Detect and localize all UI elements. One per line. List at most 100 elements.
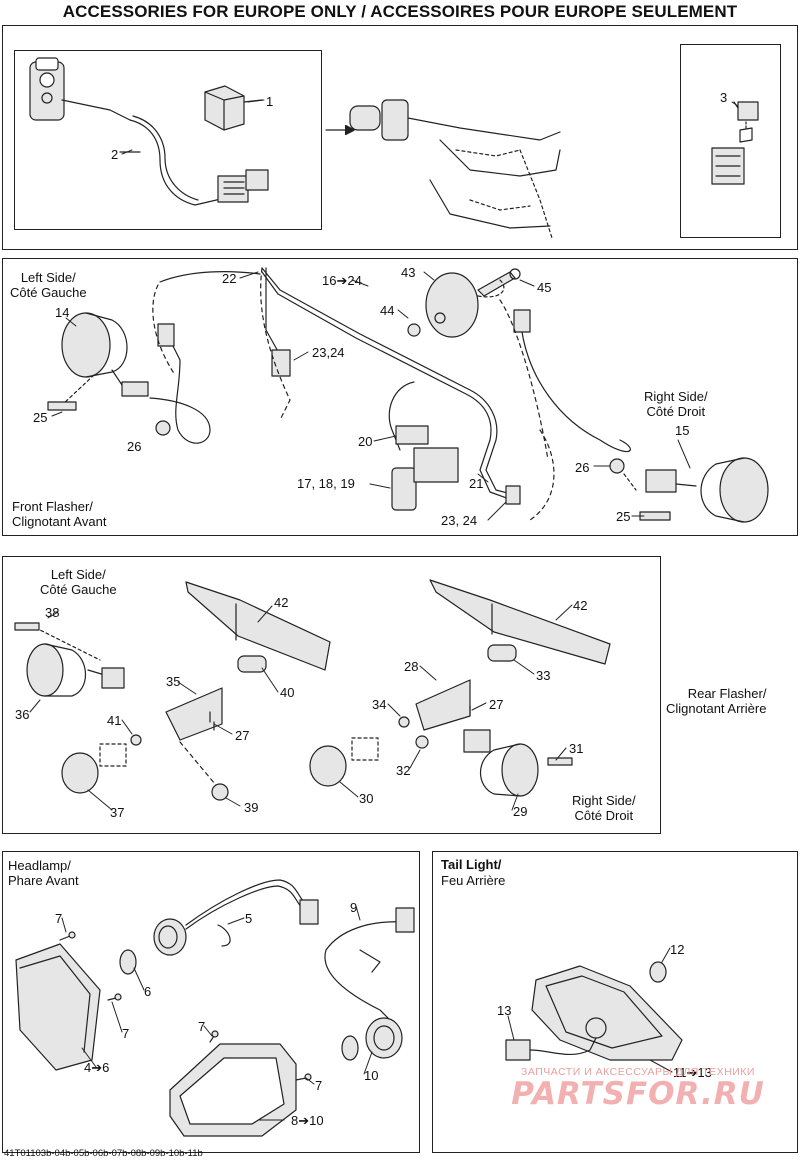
relay-part [204,85,245,131]
callout: 25 [616,509,631,524]
callout: 28 [404,659,419,674]
callout: 43 [401,265,416,280]
callout: 16➔24 [322,273,362,288]
callout: 39 [244,800,259,815]
callout: 42 [573,598,588,613]
callout: 23,24 [312,345,345,360]
callout: 45 [537,280,552,295]
callout: 7 [198,1019,206,1034]
mount-43 [425,272,479,338]
headlamp-lower [169,1043,297,1137]
watermark: ЗАПЧАСТИ И АКСЕССУАРЫ ДЛЯ ТЕХНИКИ PARTSF… [488,1066,788,1110]
socket-10 [365,1017,403,1059]
inset-harness [14,50,322,230]
bolt-45 [477,268,521,297]
socket-ring [153,918,187,956]
panel-rear-flasher [2,556,661,834]
callout: 35 [166,674,181,689]
callout: 6 [144,984,152,999]
callout: 40 [280,685,295,700]
bolt-25-left [47,401,77,411]
switch-part [711,101,759,185]
flasher-29 [463,729,539,797]
screw-31 [547,757,573,766]
callout: 37 [110,805,125,820]
callout: 29 [513,804,528,819]
callout: 38 [45,605,60,620]
callout: 20 [358,434,373,449]
flasher-left [61,312,149,397]
callout: 32 [396,763,411,778]
screws-7 [59,931,312,1081]
callout: 12 [670,942,685,957]
callout: 25 [33,410,48,425]
harness-9 [324,907,415,1021]
callout: 11➔13 [673,1065,712,1080]
bracket-42-left [185,581,331,671]
callout: 1 [266,94,274,109]
callout: 15 [675,423,690,438]
callout: 17, 18, 19 [297,476,355,491]
callout: 26 [127,439,142,454]
bracket-35 [165,687,223,741]
inset-switch [680,44,781,238]
nut-26-left [155,420,171,436]
callout: 5 [245,911,253,926]
callout: 7 [122,1026,130,1041]
callout: 3 [720,90,728,105]
switch-grip-part [29,57,131,121]
tail-light-housing [531,965,683,1061]
callout: 8➔10 [291,1113,324,1128]
nut-44 [407,323,421,337]
flasher-36 [26,643,125,697]
lens-30 [309,745,347,787]
harness-13 [505,1017,607,1061]
page-title: ACCESSORIES FOR EUROPE ONLY / ACCESSOIRE… [62,2,738,21]
figure-code: 41T01103b-04b-05b-06b-07b-08b-09b-10b-11… [4,1148,203,1159]
callout: 14 [55,305,70,320]
callout: 42 [274,595,289,610]
callout: 7 [315,1078,323,1093]
label-headlamp: Headlamp/ Phare Avant [8,858,79,888]
label-right-side: Right Side/ Côté Droit [644,389,708,419]
callout: 33 [536,668,551,683]
bulb-10 [341,1035,359,1061]
callout: 26 [575,460,590,475]
lens-37 [61,752,99,794]
leader-lines [29,99,739,1121]
bulb-12 [649,961,667,983]
headlamp-housing [15,943,101,1071]
label-tail-light: Tail Light/ [441,857,502,872]
callout: 23, 24 [441,513,478,528]
watermark-tagline: ЗАПЧАСТИ И АКСЕССУАРЫ ДЛЯ ТЕХНИКИ [521,1066,755,1078]
callout: 27 [489,697,504,712]
bulb-6 [119,949,137,975]
grommet-33 [487,644,517,662]
harness-wire [119,115,226,206]
vehicle-handlebar-view [349,99,561,239]
callout: 27 [235,728,250,743]
callout: 36 [15,707,30,722]
callout: 9 [350,900,358,915]
screw-38 [14,622,40,631]
callout: 22 [222,271,237,286]
callout: 44 [380,303,395,318]
label-left-side: Left Side/ Côté Gauche [10,270,87,300]
nut-26-right [609,458,625,474]
callout: 13 [497,1003,512,1018]
connector-part [217,169,269,203]
label-front-flasher: Front Flasher/ Clignotant Avant [12,499,107,529]
callout: 7 [55,911,63,926]
label-feu-arriere: Feu Arrière [441,873,506,888]
callout: 34 [372,697,387,712]
callout: 30 [359,791,374,806]
callout: 41 [107,713,122,728]
harness-5 [185,879,319,947]
callout: 21 [469,476,484,491]
callout: 31 [569,741,584,756]
grommet-40 [237,655,267,673]
nut-39 [211,783,229,801]
bracket-42-right [429,579,611,665]
label-rear-flasher: Rear Flasher/ Clignotant Arrière [666,686,767,716]
